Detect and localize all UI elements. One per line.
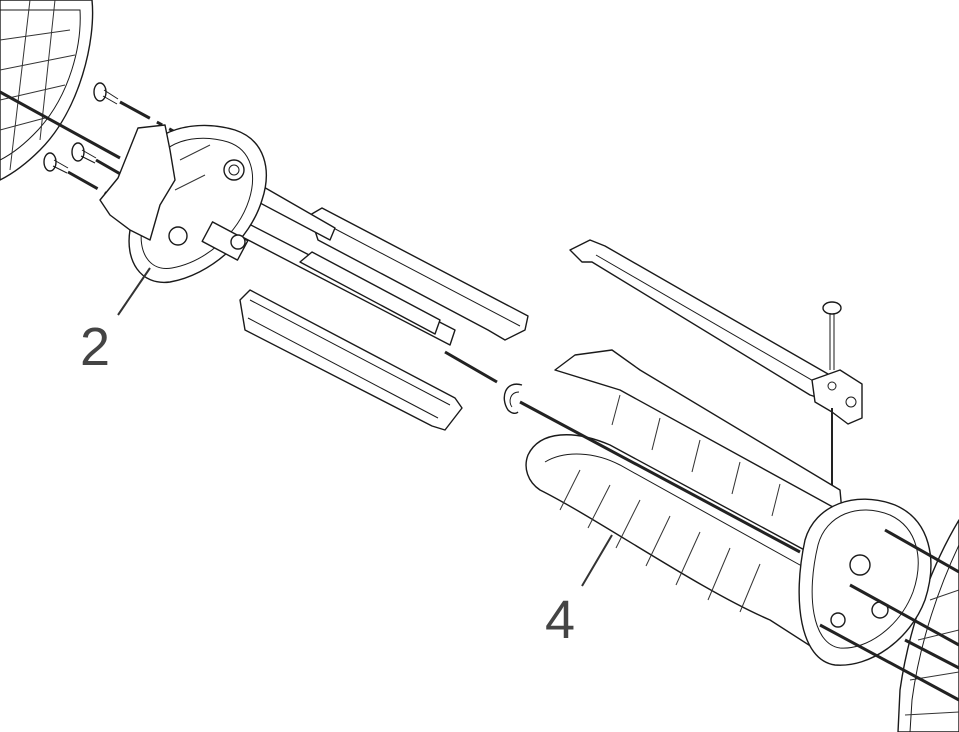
callout-2: 2: [80, 267, 151, 377]
screw-top: [93, 82, 119, 105]
screw-middle: [71, 142, 97, 164]
bracket-with-screw: [811, 301, 863, 505]
assembly-lines-right: [519, 400, 959, 702]
c-clip: [503, 383, 523, 415]
callout-label-4: 4: [545, 590, 575, 650]
callout-label-2: 2: [80, 317, 110, 377]
part-4-spool-body: [525, 349, 932, 666]
part-2-end-cap-assembly: [99, 124, 529, 431]
callout-4: 4: [545, 534, 613, 650]
screw-bottom: [43, 152, 69, 174]
